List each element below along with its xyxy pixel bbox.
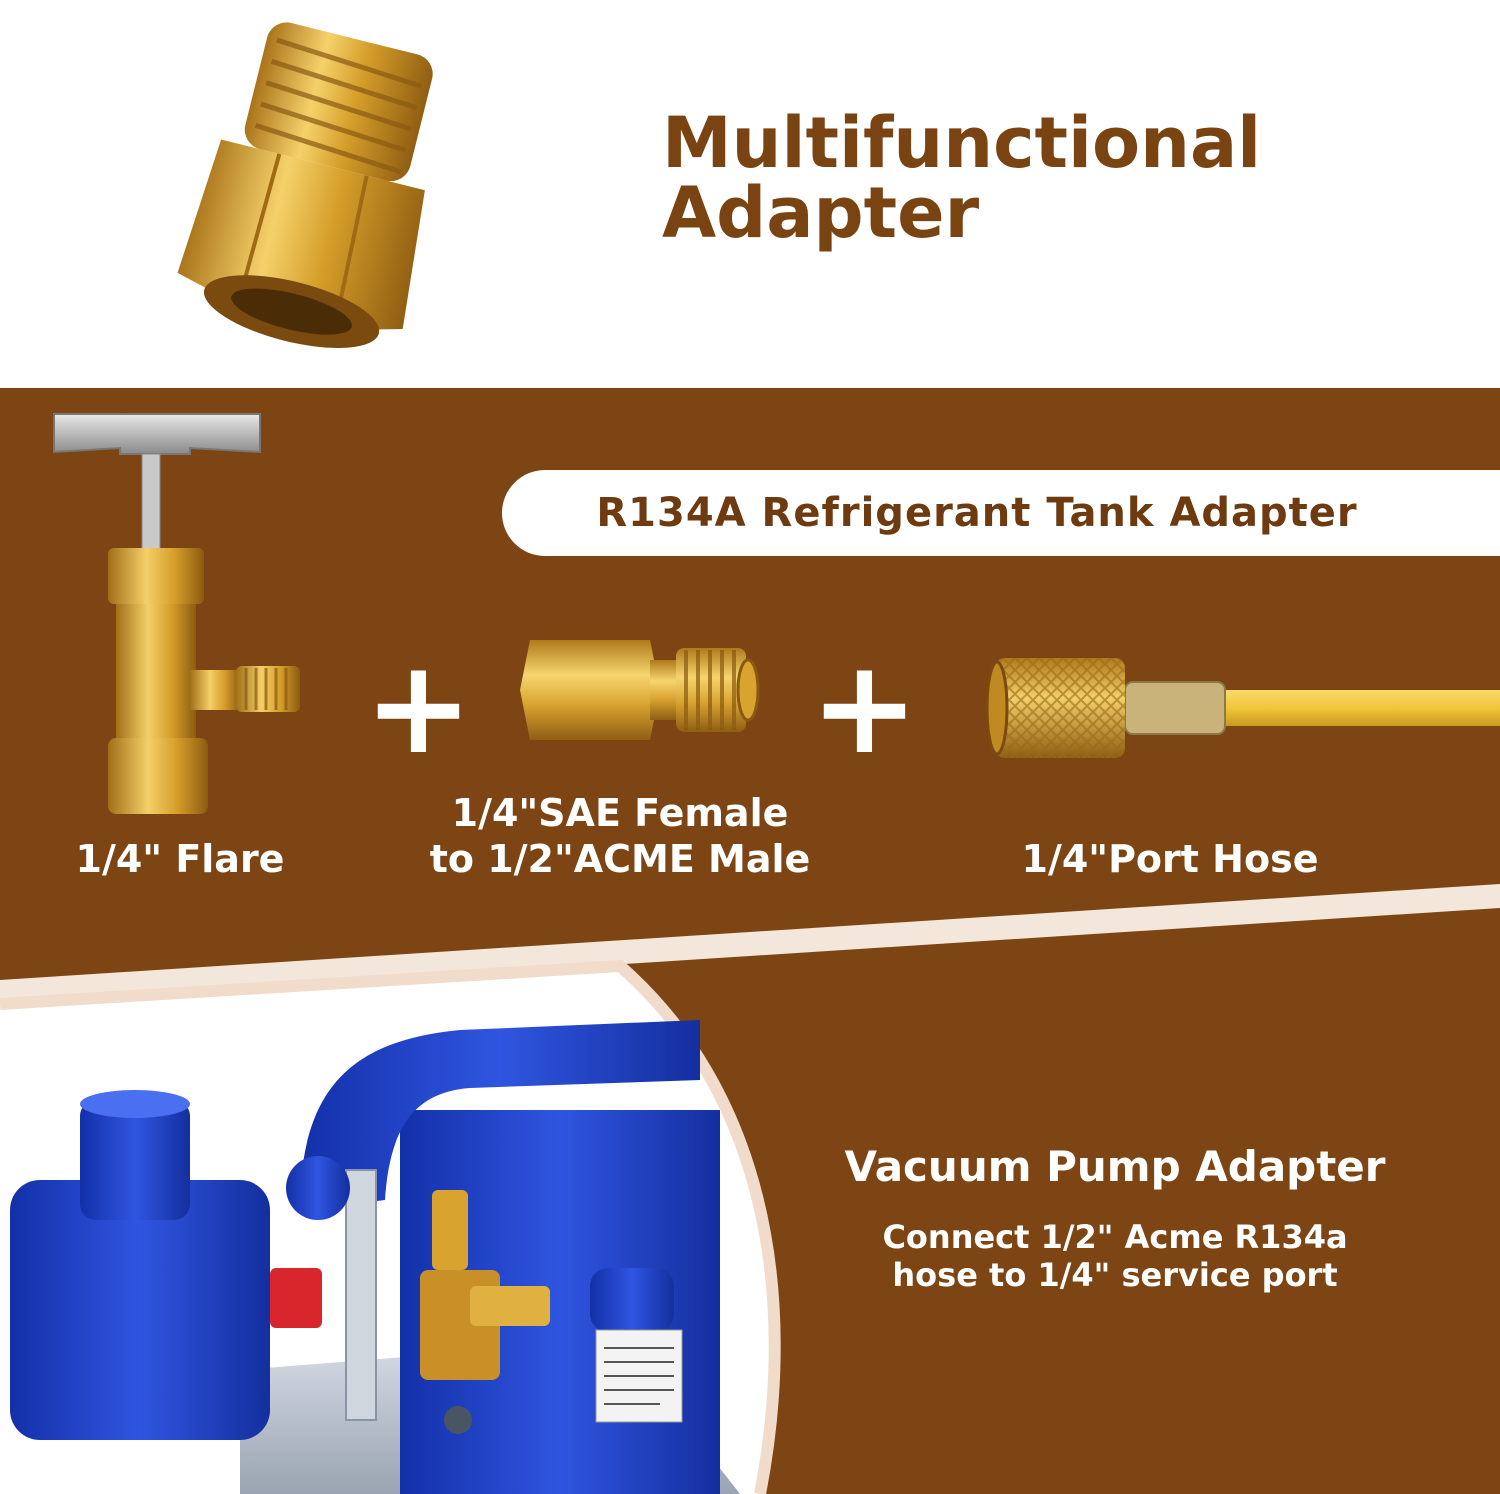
item-label-sae-acme-line1: 1/4"SAE Female <box>451 791 789 835</box>
vacuum-pump-description-line2: hose to 1/4" service port <box>892 1256 1338 1294</box>
title-line-1: Multifunctional <box>662 102 1262 184</box>
vacuum-pump-description-line1: Connect 1/2" Acme R134a <box>882 1218 1348 1256</box>
tap-valve-icon <box>50 408 320 818</box>
port-hose-icon <box>985 652 1500 762</box>
item-label-port-hose-line1 <box>980 790 1360 836</box>
vacuum-pump-title: Vacuum Pump Adapter <box>844 1142 1386 1191</box>
tank-adapter-banner-text: R134A Refrigerant Tank Adapter <box>596 490 1358 536</box>
vacuum-pump-image <box>0 1000 760 1494</box>
item-label-flare-line2: 1/4" Flare <box>75 837 285 881</box>
tank-adapter-banner <box>502 470 1500 556</box>
item-label-flare-line1 <box>40 790 320 836</box>
item-label-flare: 1/4" Flare <box>40 790 320 882</box>
item-label-sae-acme: 1/4"SAE Female to 1/2"ACME Male <box>390 790 850 882</box>
sae-acme-adapter-icon <box>520 630 760 750</box>
brass-adapter-icon <box>170 20 510 380</box>
page-title: Multifunctional Adapter <box>662 108 1261 248</box>
title-line-2: Adapter <box>662 172 980 254</box>
plus-sign-1: + <box>364 631 473 783</box>
item-label-sae-acme-line2: to 1/2"ACME Male <box>429 837 811 881</box>
item-label-port-hose-line2: 1/4"Port Hose <box>1021 837 1319 881</box>
plus-sign-2: + <box>810 631 919 783</box>
item-label-port-hose: 1/4"Port Hose <box>980 790 1360 882</box>
vacuum-pump-description: Connect 1/2" Acme R134a hose to 1/4" ser… <box>780 1218 1450 1294</box>
